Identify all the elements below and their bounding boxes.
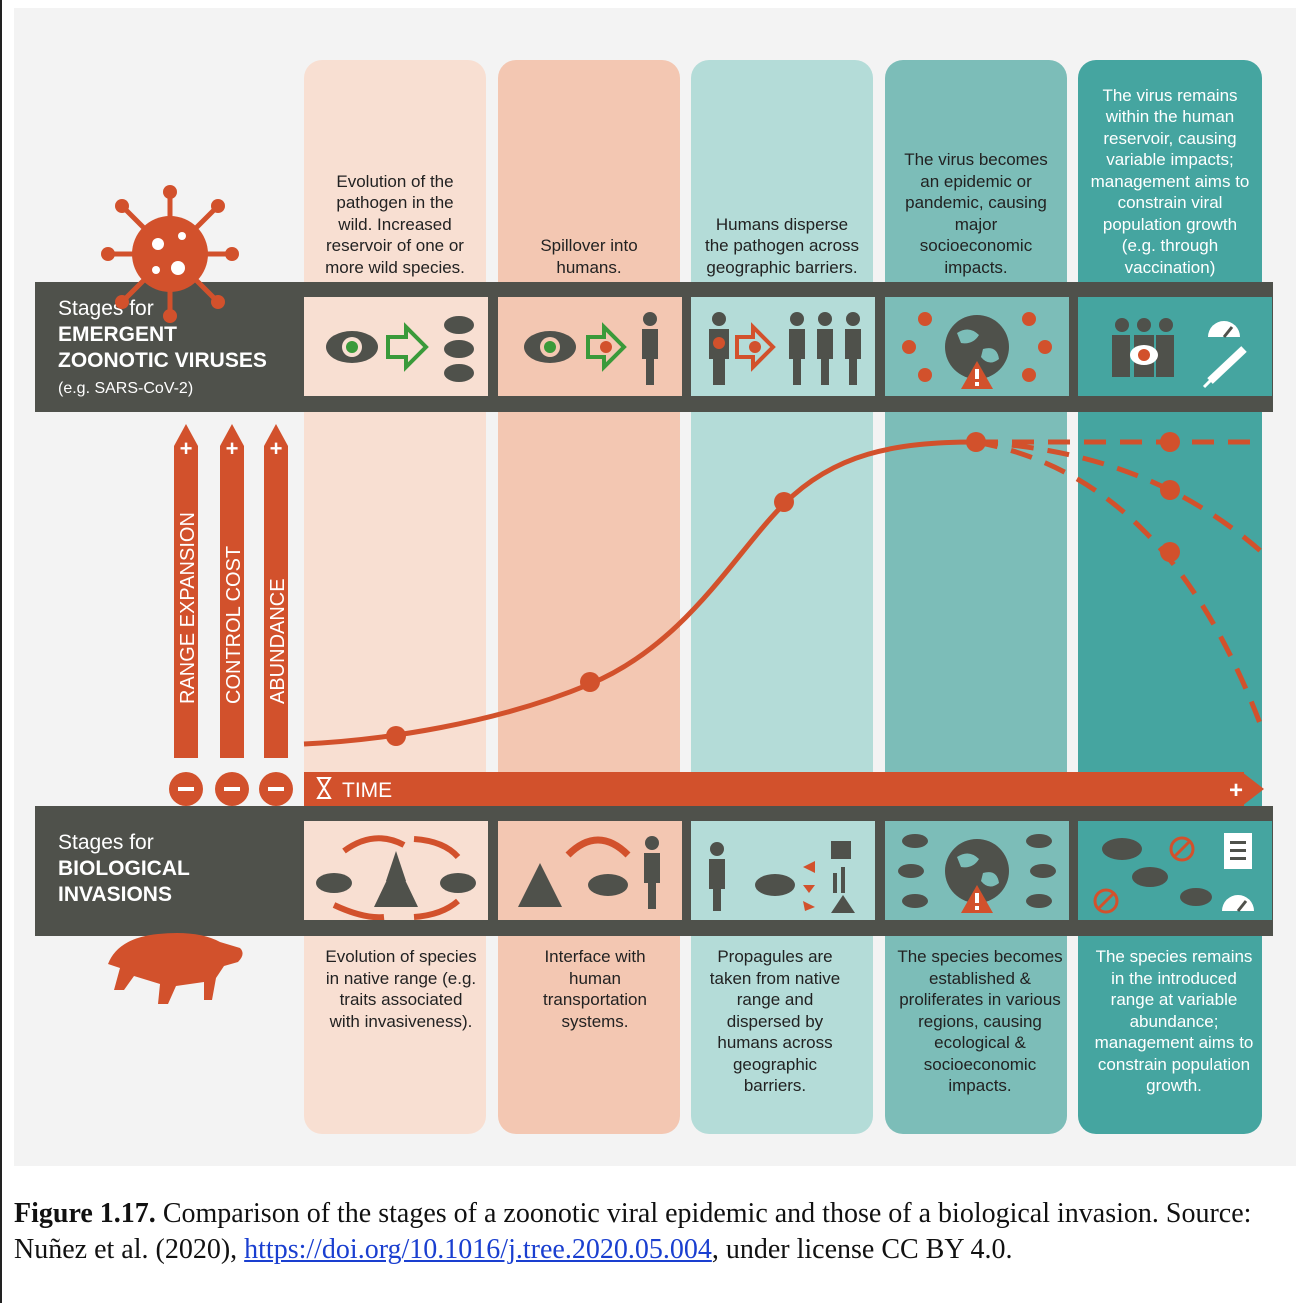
stage-column-4 [885, 60, 1067, 1134]
figure-panel: Evolution of the pathogen in the wild. I… [14, 8, 1296, 1166]
viral-stage-2-icons [498, 297, 682, 396]
boar-icon [588, 874, 628, 896]
human-icon [709, 842, 725, 911]
invasion-stage-2-icons [498, 821, 682, 920]
invasion-stage-3-icons [691, 821, 875, 920]
boar-icon [755, 874, 795, 896]
band-label-line3: INVASIONS [58, 883, 172, 906]
viral-stage-5-text: The virus remains within the human reser… [1090, 85, 1250, 277]
arrow-icon [735, 322, 776, 372]
band-label-line3: ZOONOTIC VIRUSES [58, 349, 267, 372]
viral-stage-3-text: Humans disperse the pathogen across geog… [704, 214, 860, 277]
invasion-stage-2-text: Interface with human transportation syst… [543, 947, 647, 1031]
caption-label: Figure 1.17. [14, 1198, 156, 1229]
native-range-icon [518, 863, 562, 907]
human-group-virus-icon [1112, 318, 1174, 377]
destinations-icon [831, 841, 855, 913]
boar-spread-icon [898, 834, 1056, 908]
rodent-virus-icon [524, 331, 576, 363]
dispersal-arrows-icon [803, 861, 815, 911]
stage-column-1 [304, 60, 486, 1134]
band-label-line2: BIOLOGICAL [58, 857, 190, 880]
stage-column-5 [1078, 60, 1262, 1134]
stage-column-3 [691, 60, 873, 1134]
human-icon [644, 836, 660, 909]
syringe-icon [1202, 346, 1247, 389]
stage-column-2 [498, 60, 680, 1134]
virus-icon [101, 185, 239, 323]
range-expansion-label: RANGE EXPANSION [177, 512, 199, 704]
page-left-border [0, 0, 2, 1303]
stage-points [386, 432, 1180, 746]
globe-icon [945, 839, 1009, 903]
time-plus: + [1229, 777, 1243, 804]
globe-icon [945, 315, 1009, 379]
management-scenarios [975, 439, 1267, 735]
stage-curve-chart: + RANGE EXPANSION + CONTROL COST + ABUND… [169, 424, 1267, 806]
invasion-stage-1-icons [304, 821, 488, 921]
band-label-line1: Stages for [58, 297, 154, 320]
viral-stage-1-text: Evolution of the pathogen in the wild. I… [325, 171, 465, 277]
viral-stage-1-icons [304, 297, 488, 396]
invasion-stage-3-text: Propagules are taken from native range a… [709, 947, 841, 1095]
control-cost-axis: + CONTROL COST [220, 424, 245, 758]
curved-arrow-icon [565, 836, 631, 858]
viral-stage-2-text: Spillover into humans. [540, 236, 638, 277]
doi-link[interactable]: https://doi.org/10.1016/j.tree.2020.05.0… [244, 1234, 712, 1265]
control-plus: + [226, 436, 239, 461]
checklist-icon [1224, 833, 1252, 869]
prohibited-icon [1093, 836, 1195, 914]
boar-icon [108, 933, 243, 1004]
time-label: TIME [342, 779, 392, 802]
human-icon [642, 312, 658, 385]
wild-rodents-icon [444, 316, 474, 382]
band-label-line4: (e.g. SARS-CoV-2) [58, 380, 194, 397]
invasion-stage-1-text: Evolution of species in native range (e.… [325, 947, 477, 1031]
boar-icon [316, 873, 476, 893]
time-axis: TIME + [304, 772, 1264, 806]
invasion-stage-4-text: The species becomes established & prolif… [897, 947, 1063, 1095]
caption-suffix: , under license CC BY 4.0. [711, 1234, 1013, 1265]
caption-text: Comparison of the stages of a zoonotic v… [14, 1198, 1252, 1265]
biological-invasions-label: Stages for BIOLOGICAL INVASIONS [58, 830, 190, 908]
invasion-stage-5-icons [1078, 821, 1272, 920]
abundance-label: ABUNDANCE [267, 578, 289, 704]
band-label-line1: Stages for [58, 831, 154, 854]
native-range-icon [374, 851, 418, 907]
boar-group-icon [1102, 838, 1212, 906]
viral-stage-4-text: The virus becomes an epidemic or pandemi… [904, 150, 1048, 277]
virus-spread-icon [902, 312, 1052, 382]
growth-curve [303, 439, 977, 747]
range-expansion-axis: + RANGE EXPANSION [174, 424, 199, 758]
figure-caption: Figure 1.17. Comparison of the stages of… [14, 1196, 1290, 1268]
rodent-reservoir-icon [326, 331, 378, 363]
control-cost-label: CONTROL COST [223, 546, 245, 704]
arrow-icon [386, 322, 429, 372]
viral-stage-5-icons [1078, 297, 1272, 396]
abundance-plus: + [270, 436, 283, 461]
range-plus: + [180, 436, 193, 461]
invasion-stage-5-text: The species remains in the introduced ra… [1094, 947, 1254, 1095]
viral-stage-3-icons [691, 297, 875, 396]
infected-human-icon [709, 312, 729, 385]
arrow-icon [586, 322, 627, 372]
viral-stage-4-icons [885, 297, 1069, 396]
cycle-arrows-icon [332, 835, 461, 921]
abundance-axis: + ABUNDANCE [264, 424, 289, 758]
warning-icon [961, 361, 993, 389]
gauge-icon [1208, 321, 1240, 338]
human-group-icon [789, 312, 861, 385]
emergent-viruses-label: Stages for EMERGENT ZOONOTIC VIRUSES (e.… [58, 296, 267, 400]
warning-icon [961, 885, 993, 913]
gauge-icon [1222, 895, 1254, 912]
invasion-stage-4-icons [885, 821, 1069, 920]
band-label-line2: EMERGENT [58, 323, 178, 346]
